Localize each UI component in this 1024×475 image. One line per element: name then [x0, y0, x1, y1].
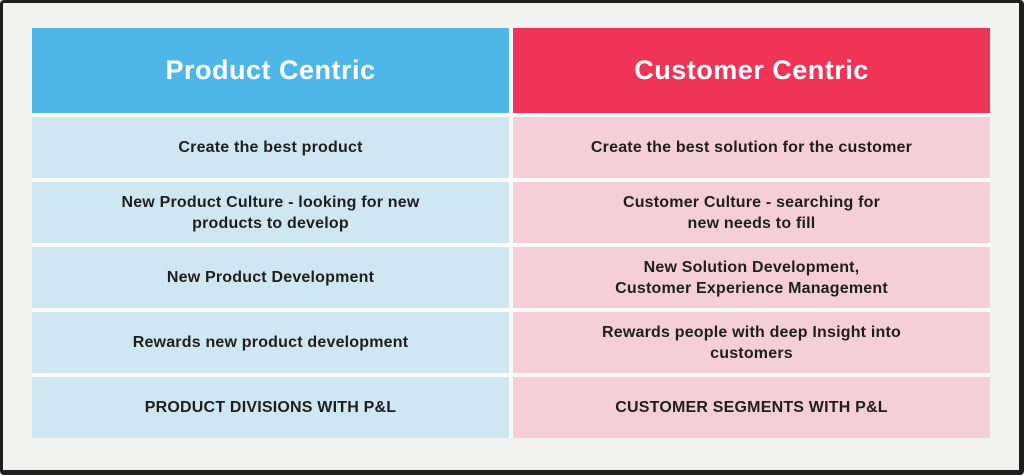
customer-cell-development: New Solution Development, Customer Exper…	[513, 247, 990, 308]
comparison-table: Product Centric Customer Centric Create …	[32, 28, 990, 438]
product-cell-rewards: Rewards new product development	[32, 312, 509, 373]
product-cell-best-product: Create the best product	[32, 117, 509, 178]
customer-centric-header: Customer Centric	[513, 28, 990, 113]
customer-cell-culture: Customer Culture - searching for new nee…	[513, 182, 990, 243]
product-cell-development: New Product Development	[32, 247, 509, 308]
customer-cell-best-solution: Create the best solution for the custome…	[513, 117, 990, 178]
product-cell-divisions: PRODUCT DIVISIONS WITH P&L	[32, 377, 509, 438]
product-centric-header: Product Centric	[32, 28, 509, 113]
customer-cell-rewards: Rewards people with deep Insight into cu…	[513, 312, 990, 373]
product-cell-culture: New Product Culture - looking for new pr…	[32, 182, 509, 243]
customer-cell-segments: CUSTOMER SEGMENTS WITH P&L	[513, 377, 990, 438]
